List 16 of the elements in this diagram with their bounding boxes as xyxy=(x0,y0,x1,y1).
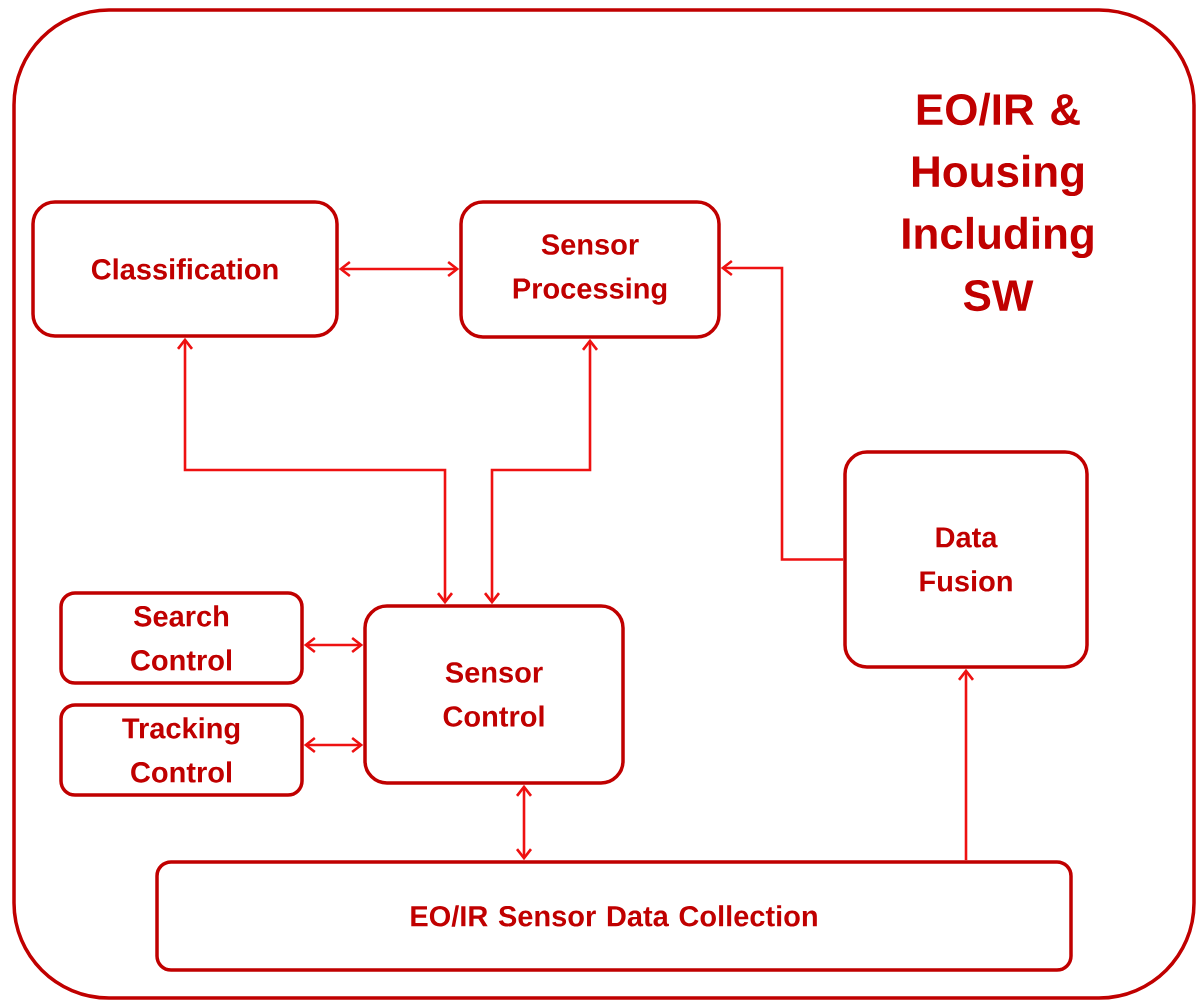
arrow xyxy=(484,338,599,605)
process-box: Tracking Control xyxy=(59,703,304,797)
arrow xyxy=(720,259,844,561)
process-box: Classification xyxy=(31,200,339,338)
heading: EO/IR & Housing Including SW xyxy=(903,92,1093,312)
process-box: Search Control xyxy=(59,591,304,685)
process-box: EO/IR Sensor Data Collection xyxy=(155,860,1073,972)
process-box: Sensor Control xyxy=(363,604,625,785)
arrow xyxy=(303,736,364,754)
arrow xyxy=(516,784,533,861)
process-box: Data Fusion xyxy=(843,450,1089,669)
arrow xyxy=(177,337,454,605)
arrow xyxy=(338,260,460,278)
arrow xyxy=(957,668,975,861)
process-box: Sensor Processing xyxy=(459,200,721,339)
arrow xyxy=(303,636,364,654)
